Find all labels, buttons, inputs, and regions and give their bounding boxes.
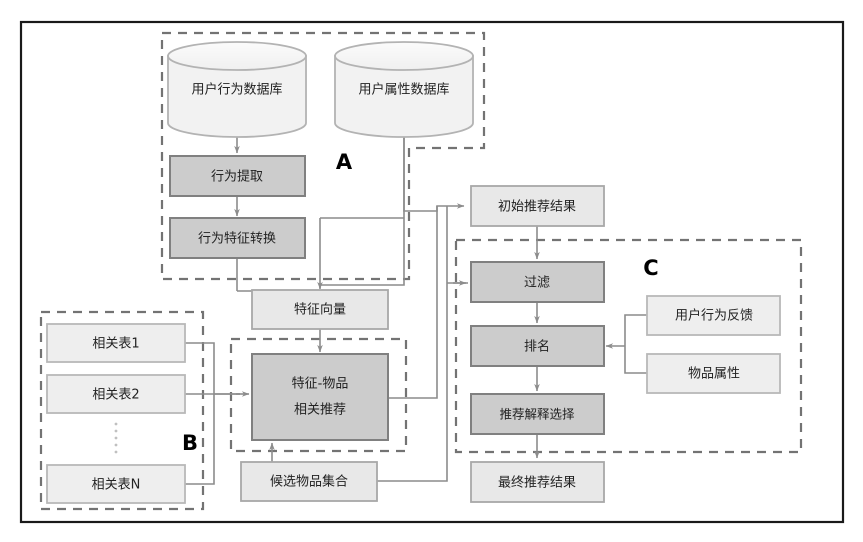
node-final-recommend-result: 最终推荐结果 bbox=[470, 461, 605, 503]
item-attribute-label: 物品属性 bbox=[688, 367, 740, 382]
node-candidate-item-set: 候选物品集合 bbox=[240, 461, 378, 502]
node-item-attribute: 物品属性 bbox=[646, 353, 781, 394]
recommender-boundary bbox=[229, 337, 408, 453]
node-related-table-1: 相关表1 bbox=[46, 323, 186, 363]
final-recommend-result-label: 最终推荐结果 bbox=[498, 475, 576, 491]
node-user-behavior-feedback: 用户行为反馈 bbox=[646, 295, 781, 336]
node-initial-recommend-result: 初始推荐结果 bbox=[470, 185, 605, 227]
feature-vector-label: 特征向量 bbox=[294, 302, 346, 318]
node-feature-item-recommend: 特征-物品 相关推荐 bbox=[251, 353, 389, 441]
node-explanation-selection: 推荐解释选择 bbox=[470, 393, 605, 435]
user-behavior-feedback-label: 用户行为反馈 bbox=[675, 308, 753, 324]
node-feature-vector: 特征向量 bbox=[251, 289, 389, 330]
user-attribute-db-label: 用户属性数据库 bbox=[358, 82, 449, 98]
feature-item-recommend-line1: 特征-物品 bbox=[292, 377, 349, 392]
related-table-n-label: 相关表N bbox=[92, 478, 141, 493]
edge-feedback-bus bbox=[624, 314, 647, 346]
node-behavior-feature-transform: 行为特征转换 bbox=[169, 217, 306, 259]
group-a-boundary bbox=[160, 31, 486, 281]
node-user-attribute-db: 用户属性数据库 bbox=[334, 41, 474, 138]
node-user-behavior-db: 用户行为数据库 bbox=[167, 41, 307, 138]
user-behavior-db-label: 用户行为数据库 bbox=[191, 82, 282, 98]
candidate-item-set-label: 候选物品集合 bbox=[270, 474, 348, 490]
related-table-2-label: 相关表2 bbox=[92, 388, 139, 403]
group-b-boundary bbox=[39, 310, 205, 511]
group-c-label: C bbox=[643, 256, 658, 280]
edge-candidate-right bbox=[377, 206, 448, 482]
group-b-label: B bbox=[182, 431, 198, 455]
edge-itemattr-bus bbox=[624, 346, 647, 374]
node-related-table-n: 相关表N bbox=[46, 464, 186, 504]
behavior-feature-transform-label: 行为特征转换 bbox=[198, 232, 276, 247]
filter-label: 过滤 bbox=[524, 276, 550, 291]
ranking-label: 排名 bbox=[524, 339, 550, 355]
group-a-label: A bbox=[336, 150, 353, 174]
feature-item-recommend-line2: 相关推荐 bbox=[294, 403, 346, 418]
edge-tablen-bus bbox=[185, 394, 215, 485]
node-behavior-extraction: 行为提取 bbox=[169, 155, 306, 197]
node-filter: 过滤 bbox=[470, 261, 605, 303]
related-tables-ellipsis-icon bbox=[114, 422, 118, 454]
node-related-table-2: 相关表2 bbox=[46, 374, 186, 414]
explanation-selection-label: 推荐解释选择 bbox=[499, 407, 575, 422]
related-table-1-label: 相关表1 bbox=[92, 337, 139, 352]
node-ranking: 排名 bbox=[470, 325, 605, 367]
edge-recommender-to-initial-path bbox=[388, 206, 438, 399]
initial-recommend-result-label: 初始推荐结果 bbox=[498, 200, 576, 215]
group-c-boundary bbox=[454, 238, 803, 454]
behavior-extraction-label: 行为提取 bbox=[211, 169, 263, 185]
